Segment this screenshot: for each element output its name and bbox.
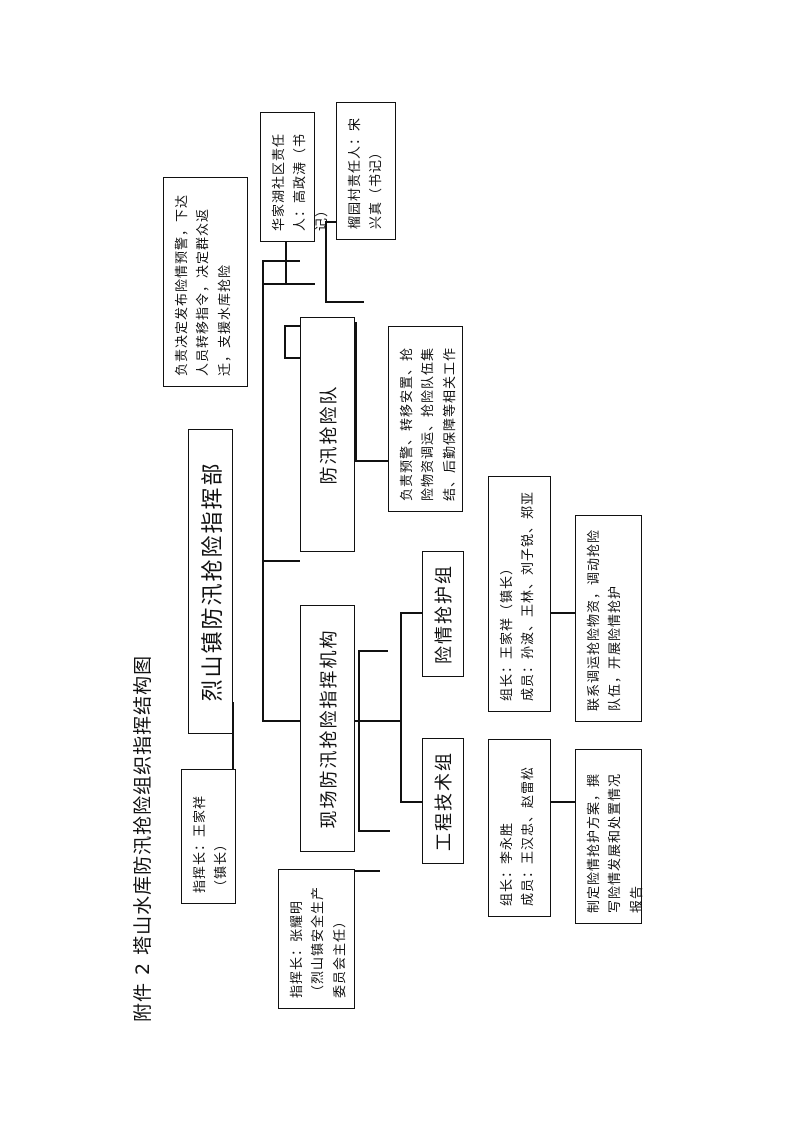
- tech-leader-text: 组长：李永胜: [500, 821, 515, 906]
- rescue-box: 险情抢护组: [422, 551, 464, 677]
- connector-line: [358, 830, 390, 832]
- resp2-text: 榴园村责任人：宋兴真（书记）: [348, 116, 385, 229]
- connector-line: [262, 260, 300, 262]
- connector-line: [325, 223, 327, 303]
- connector-line: [358, 650, 388, 652]
- tech-members-text: 成员：王汉忠、赵雷松: [521, 765, 537, 906]
- tech-members-box: 组长：李永胜 成员：王汉忠、赵雷松: [488, 739, 551, 917]
- hq-label: 烈山镇防汛抢险指挥部: [200, 461, 226, 702]
- rescue-leader-text: 组长：王家祥（镇长）: [500, 560, 515, 701]
- hq-commander-text: 指挥长：王家祥（镇长）: [193, 794, 230, 893]
- tech-duty-text: 制定险情抢护方案，撰写险情发展和处置情况报告: [587, 772, 645, 913]
- team-box: 防汛抢险队: [300, 317, 355, 552]
- connector-line: [262, 560, 300, 562]
- rescue-duty-box: 联系调运抢险物资，调动抢险队伍，开展险情抢护: [575, 515, 642, 722]
- tech-box: 工程技术组: [422, 738, 464, 864]
- rescue-members-box: 组长：王家祥（镇长） 成员：孙波、王林、刘子锐、郑亚: [488, 476, 551, 712]
- site-commander-line1: 指挥长：张耀明: [290, 899, 305, 998]
- site-label: 现场防汛抢险指挥机构: [318, 628, 340, 829]
- connector-line: [400, 612, 422, 614]
- connector-line: [358, 652, 360, 832]
- connector-line: [355, 720, 400, 722]
- connector-line: [355, 460, 389, 462]
- rescue-members-text: 成员：孙波、王林、刘子锐、郑亚: [521, 490, 537, 701]
- resp1-box: 华家湖社区责任人：高政涛（书记）: [260, 112, 330, 242]
- connector-line: [551, 801, 575, 803]
- connector-line: [325, 301, 364, 303]
- resp2-box: 榴园村责任人：宋兴真（书记）: [336, 102, 396, 240]
- tech-duty-box: 制定险情抢护方案，撰写险情发展和处置情况报告: [575, 749, 645, 924]
- site-box: 现场防汛抢险指挥机构: [300, 605, 355, 852]
- site-commander-box: 指挥长：张耀明 （烈山镇安全生产委员会主任）: [278, 869, 355, 1009]
- connector-line: [400, 613, 402, 803]
- connector-line: [262, 720, 300, 722]
- connector-line: [262, 283, 315, 285]
- tech-label: 工程技术组: [434, 751, 455, 851]
- page-title: 附件 2 塔山水库防汛抢险组织指挥结构图: [132, 654, 154, 1022]
- site-commander-line2: （烈山镇安全生产委员会主任）: [311, 885, 348, 998]
- team-duty-box: 负责预警、转移安置、抢险物资调运、抢险队伍集结、后勤保障等相关工作: [388, 326, 463, 512]
- team-duty-text: 负责预警、转移安置、抢险物资调运、抢险队伍集结、后勤保障等相关工作: [400, 346, 458, 501]
- connector-line: [355, 870, 380, 872]
- team-label: 防汛抢险队: [318, 384, 340, 485]
- hq-duty-box: 负责决定发布险情预警，下达人员转移指令，决定群众返迁，支援水库抢险: [163, 177, 248, 387]
- hq-commander-box: 指挥长：王家祥（镇长）: [181, 769, 236, 904]
- connector-line: [262, 262, 264, 722]
- hq-duty-text: 负责决定发布险情预警，下达人员转移指令，决定群众返迁，支援水库抢险: [175, 193, 233, 376]
- connector-line: [355, 322, 357, 462]
- resp1-text: 华家湖社区责任人：高政涛（书记）: [272, 132, 330, 231]
- connector-line: [400, 801, 422, 803]
- rescue-duty-text: 联系调运抢险物资，调动抢险队伍，开展险情抢护: [587, 528, 624, 711]
- hq-box: 烈山镇防汛抢险指挥部: [188, 429, 233, 734]
- connector-line: [284, 327, 286, 359]
- rescue-label: 险情抢护组: [434, 564, 455, 664]
- connector-line: [551, 612, 575, 614]
